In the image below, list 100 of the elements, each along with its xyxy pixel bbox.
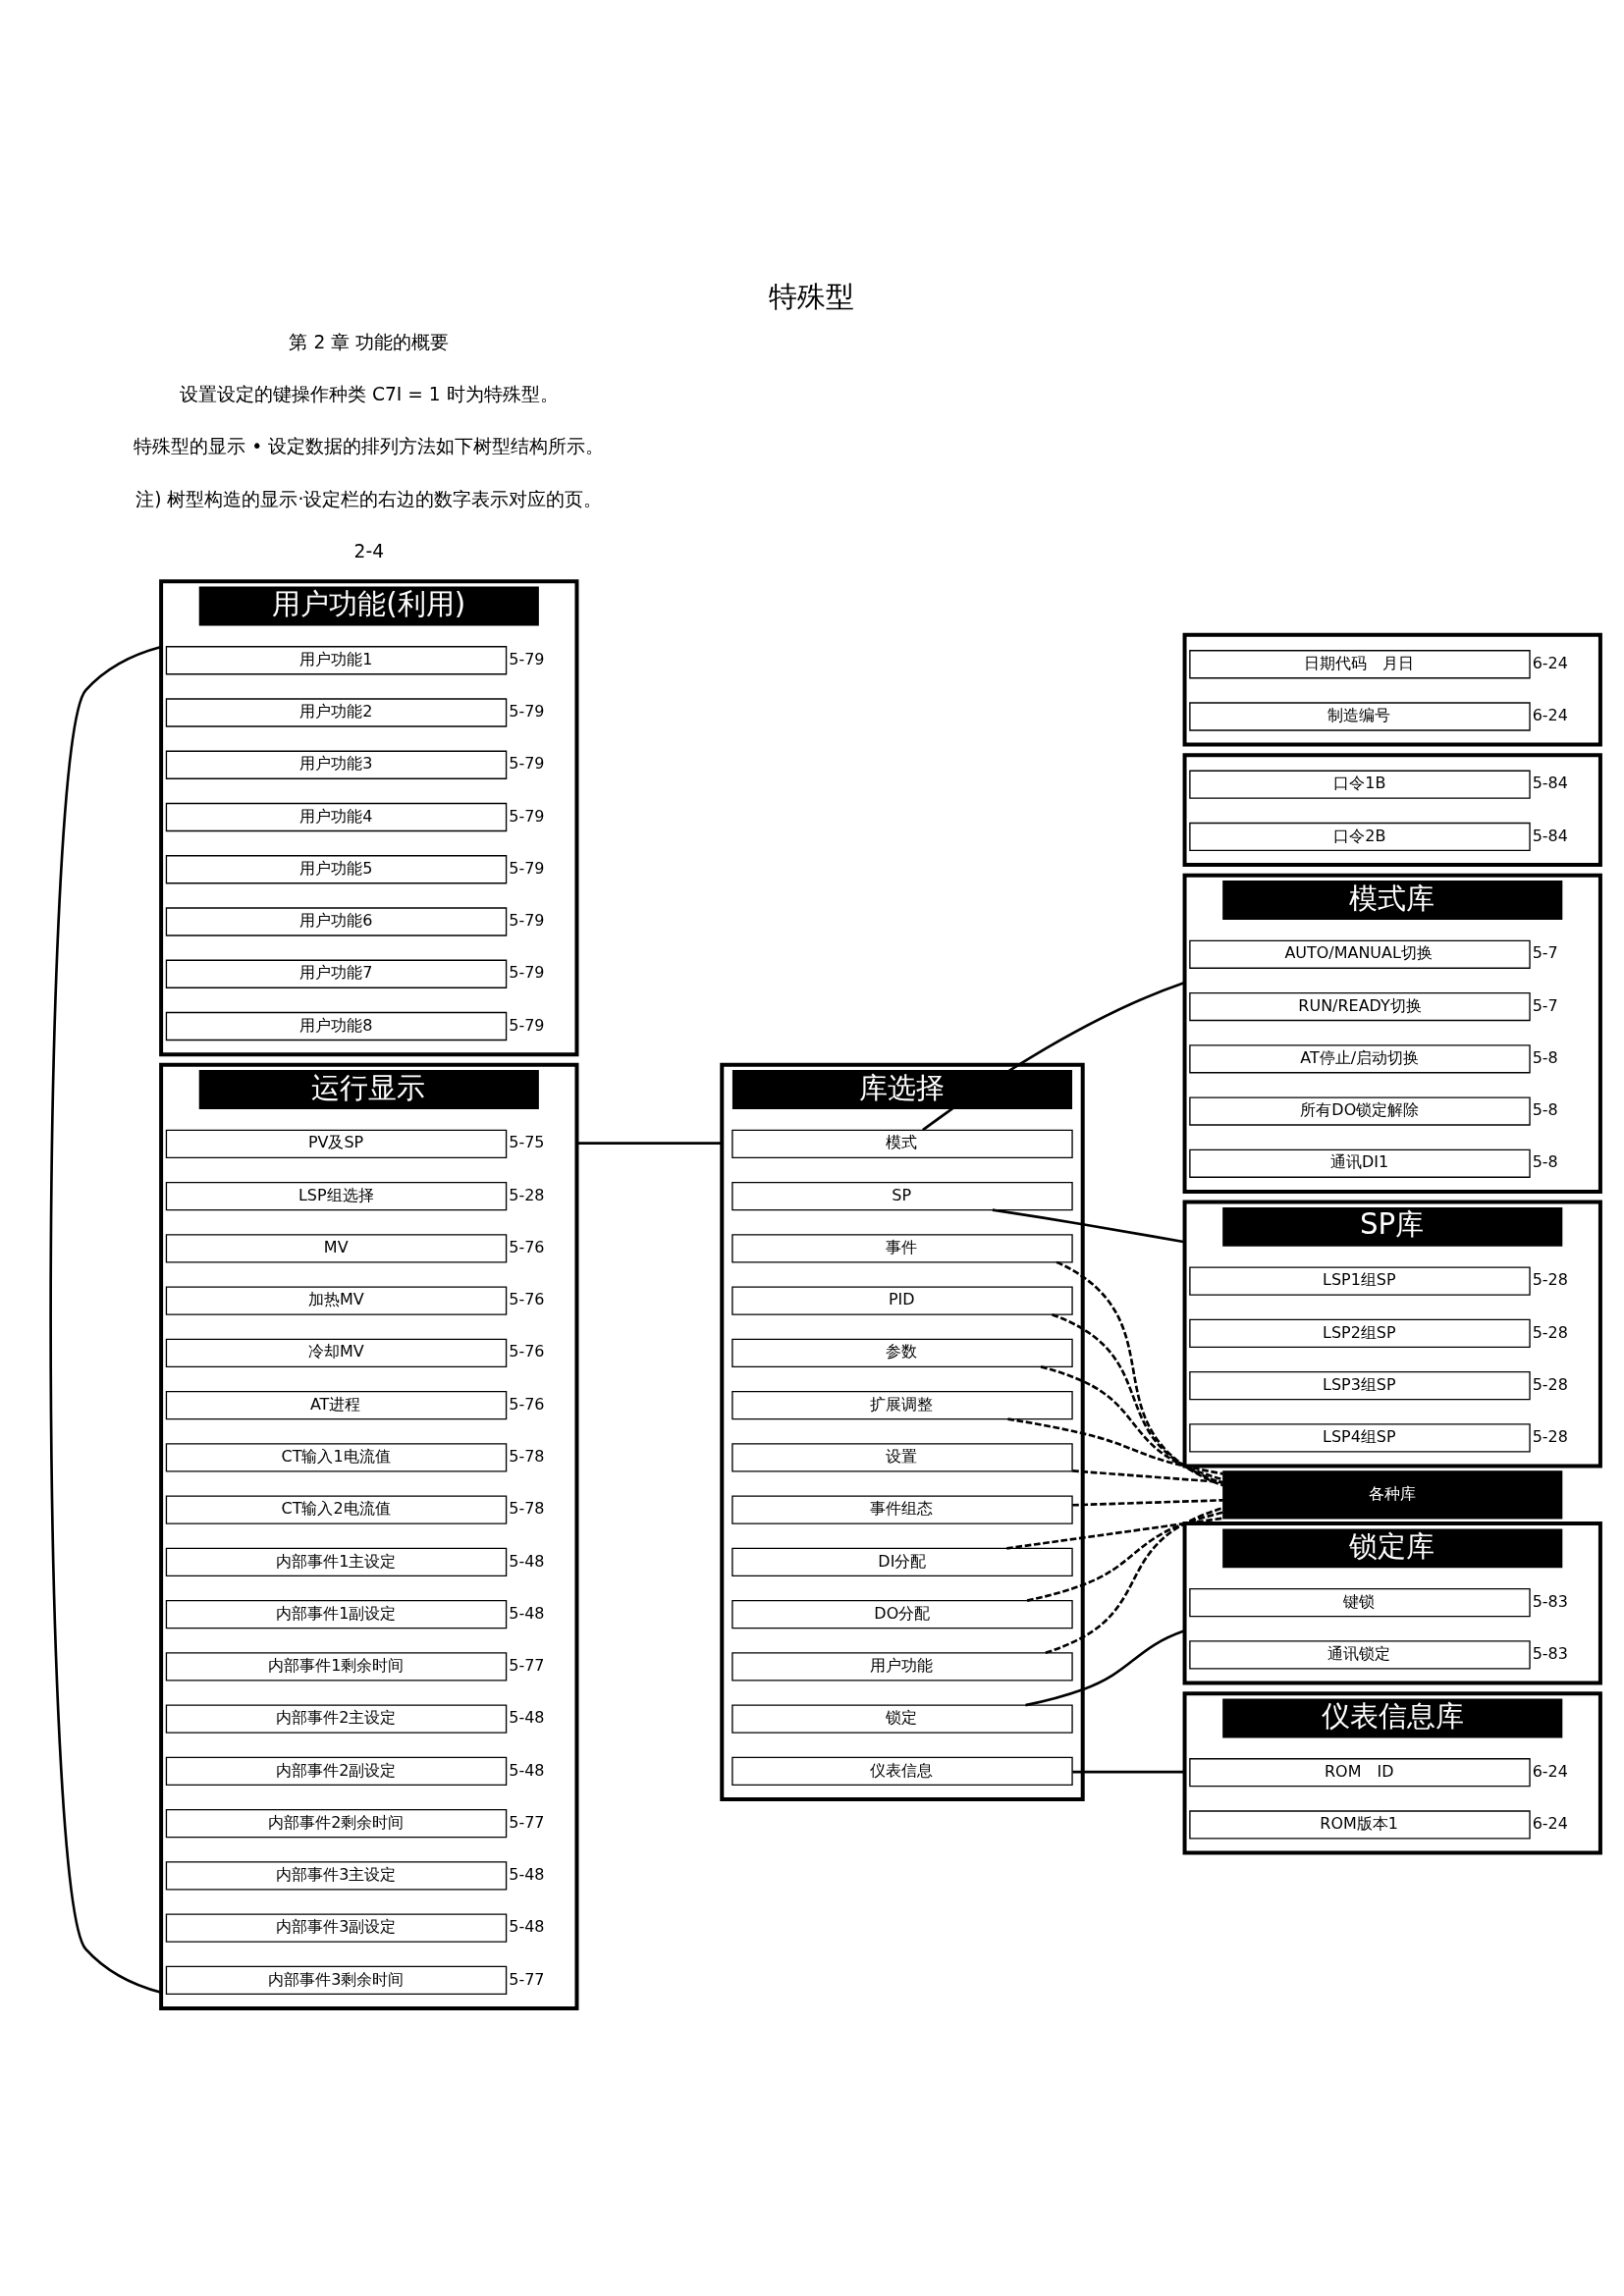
connector	[1056, 1260, 1224, 1486]
node-box: CT输入1电流值	[165, 1442, 508, 1471]
node-box: 用户功能6	[165, 906, 508, 936]
node-label: 5-79	[509, 753, 545, 773]
node-box: CT输入2电流值	[165, 1494, 508, 1524]
node-box: 内部事件3副设定	[165, 1913, 508, 1943]
connector	[1072, 1770, 1185, 1773]
node-box: 扩展调整	[731, 1390, 1073, 1419]
node-label: 5-7	[1532, 942, 1558, 962]
label: 注) 树型构造的显示·设定栏的右边的数字表示对应的页。	[135, 488, 603, 509]
node-box: 内部事件2剩余时间	[165, 1808, 508, 1838]
node-box: DO分配	[731, 1599, 1073, 1629]
node-label: 5-48	[509, 1916, 545, 1936]
node-label: 5-8	[1532, 1099, 1558, 1119]
connector	[1052, 1312, 1223, 1484]
node-box: 口令2B	[1189, 822, 1531, 851]
node-label: 5-78	[509, 1498, 545, 1518]
connector	[922, 981, 1185, 1131]
node-box: 所有DO锁定解除	[1189, 1095, 1531, 1126]
node-label: 5-8	[1532, 1151, 1558, 1171]
node-box: 内部事件1副设定	[165, 1599, 508, 1629]
node-box: 锁定	[731, 1704, 1073, 1734]
node-label: 5-76	[509, 1394, 545, 1414]
node-box: LSP2组SP	[1189, 1318, 1531, 1348]
node-box: AT进程	[165, 1390, 508, 1419]
node-label: 5-8	[1532, 1047, 1558, 1067]
node-box: RUN/READY切换	[1189, 991, 1531, 1021]
node-box: DI分配	[731, 1547, 1073, 1576]
label: 第 2 章 功能的概要	[289, 331, 450, 352]
label: 2-4	[353, 540, 385, 561]
node-label: 5-78	[509, 1446, 545, 1466]
node-label: 5-48	[509, 1551, 545, 1570]
node-label: 5-48	[509, 1603, 545, 1623]
node-label: 5-48	[509, 1760, 545, 1780]
node-label: 5-79	[509, 649, 545, 668]
node-box: MV	[165, 1233, 508, 1262]
node-box: 用户功能8	[165, 1011, 508, 1041]
node-label: 5-84	[1532, 826, 1568, 845]
node-box: AUTO/MANUAL切换	[1189, 939, 1531, 969]
node-box: PV及SP	[165, 1129, 508, 1158]
node-box: 内部事件1主设定	[165, 1547, 508, 1576]
node-box: 制造编号	[1189, 701, 1531, 731]
node-label: 5-76	[509, 1237, 545, 1256]
node-label: 6-24	[1532, 705, 1568, 724]
node-label: 5-77	[509, 1969, 545, 1989]
node-label: 5-28	[1532, 1426, 1568, 1446]
node-box: 用户功能2	[165, 697, 508, 727]
node-box: 内部事件2主设定	[165, 1704, 508, 1734]
node-label: 5-75	[509, 1132, 545, 1151]
node-label: 5-76	[509, 1341, 545, 1361]
node-label: 5-76	[509, 1289, 545, 1308]
node-box: 各种库	[1222, 1469, 1563, 1519]
node-label: 5-77	[509, 1655, 545, 1675]
node-box: 参数	[731, 1338, 1073, 1367]
node-label: 5-7	[1532, 995, 1558, 1015]
connector	[49, 645, 162, 1994]
node-box: LSP1组SP	[1189, 1266, 1531, 1296]
node-box: 仪表信息	[731, 1756, 1073, 1786]
cluster	[1182, 752, 1602, 867]
diagram-title: 特殊型	[769, 279, 855, 313]
node-box: 模式	[731, 1129, 1073, 1158]
node-box: LSP3组SP	[1189, 1370, 1531, 1400]
node-label: 5-79	[509, 806, 545, 826]
node-box: 键锁	[1189, 1587, 1531, 1617]
node-label: 5-84	[1532, 773, 1568, 792]
node-label: 6-24	[1532, 653, 1568, 672]
node-box: AT停止/启动切换	[1189, 1043, 1531, 1073]
node-label: 5-28	[1532, 1269, 1568, 1289]
connector	[1072, 1498, 1223, 1507]
connector	[1025, 1629, 1186, 1706]
label: 设置设定的键操作种类 C7I = 1 时为特殊型。	[180, 383, 559, 404]
node-box: 口令1B	[1189, 770, 1531, 799]
node-box: ROM版本1	[1189, 1809, 1531, 1840]
node-box: 用户功能4	[165, 802, 508, 831]
node-box: PID	[731, 1285, 1073, 1315]
node-box: 通讯锁定	[1189, 1639, 1531, 1670]
node-label: 5-79	[509, 858, 545, 878]
node-box: 内部事件3剩余时间	[165, 1965, 508, 1995]
node-box: 用户功能5	[165, 854, 508, 883]
node-box: SP	[731, 1181, 1073, 1210]
connector	[1045, 1506, 1223, 1654]
node-label: 5-48	[509, 1864, 545, 1884]
node-box: 日期代码 月日	[1189, 649, 1531, 678]
node-box: 用户功能7	[165, 959, 508, 988]
node-box: 内部事件2副设定	[165, 1756, 508, 1786]
node-label: 5-79	[509, 1015, 545, 1035]
node-label: 5-79	[509, 910, 545, 930]
cluster	[1182, 632, 1602, 747]
node-box: 内部事件1剩余时间	[165, 1651, 508, 1682]
node-label: 5-28	[509, 1185, 545, 1204]
node-label: 5-77	[509, 1812, 545, 1832]
connector	[1007, 1416, 1223, 1475]
node-label: 6-24	[1532, 1813, 1568, 1833]
label: 特殊型的显示 • 设定数据的排列方法如下树型结构所示。	[134, 435, 605, 456]
node-box: 内部事件3主设定	[165, 1860, 508, 1891]
node-box: 设置	[731, 1442, 1073, 1471]
node-box: 事件组态	[731, 1494, 1073, 1524]
node-box: 用户功能3	[165, 750, 508, 779]
node-label: 6-24	[1532, 1761, 1568, 1781]
node-label: 5-28	[1532, 1374, 1568, 1394]
